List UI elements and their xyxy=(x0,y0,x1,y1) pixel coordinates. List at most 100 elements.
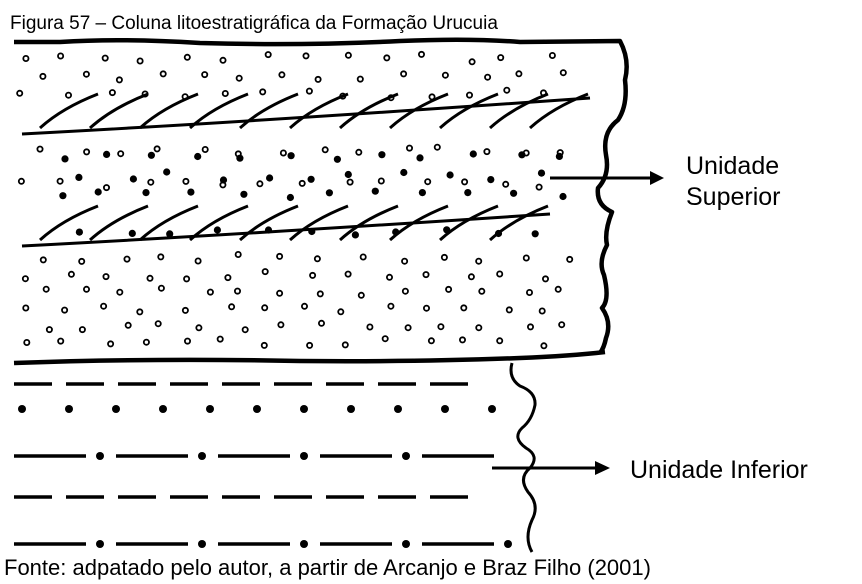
sand-grain xyxy=(100,302,108,310)
sand-grain xyxy=(314,75,322,83)
cross-bed-arc xyxy=(338,204,399,242)
pebble xyxy=(264,226,273,234)
sand-grain xyxy=(337,308,345,316)
sand-grain xyxy=(235,74,243,82)
sand-grain xyxy=(341,341,349,349)
upper-unit-label-line1: Unidade xyxy=(686,152,780,180)
pebble xyxy=(464,189,472,197)
silt-dot xyxy=(488,405,496,413)
sand-grain xyxy=(339,92,347,100)
sand-grain xyxy=(387,302,395,310)
sand-grain xyxy=(22,304,30,312)
cross-bed-arc xyxy=(288,204,349,242)
silt-dot xyxy=(347,405,355,413)
upper-unit-label-line2: Superior xyxy=(686,183,781,211)
silt-dot xyxy=(96,540,104,548)
sand-grain xyxy=(276,252,284,260)
sand-grain xyxy=(356,75,364,83)
sand-grain xyxy=(45,326,53,334)
sand-grain xyxy=(67,270,75,278)
sand-grain xyxy=(102,273,110,281)
pebble xyxy=(266,174,274,182)
sand-grain xyxy=(108,89,116,97)
pebble xyxy=(213,226,221,234)
upper-unit-label: Unidade Superior xyxy=(686,151,781,213)
sand-grain xyxy=(475,257,483,265)
sand-grain xyxy=(366,323,374,331)
sand-grain xyxy=(321,146,329,154)
sand-grain xyxy=(219,56,227,64)
sand-grain xyxy=(61,306,69,314)
sand-grain xyxy=(558,321,566,329)
sand-grain xyxy=(566,255,574,263)
sand-grain xyxy=(377,177,385,185)
sand-grain xyxy=(260,341,268,349)
silt-dot xyxy=(198,452,206,460)
pebble xyxy=(344,170,352,179)
sand-grain xyxy=(401,287,409,295)
sand-grain xyxy=(458,336,466,344)
sand-grain xyxy=(17,177,25,185)
pebble xyxy=(59,192,67,200)
sand-grain xyxy=(424,178,432,186)
silt-dot xyxy=(159,405,167,413)
pebble xyxy=(509,189,518,197)
sand-grain xyxy=(417,50,425,58)
sand-grain xyxy=(465,91,473,99)
figure-source: Fonte: adpatado pelo autor, a partir de … xyxy=(4,555,651,580)
sand-grain xyxy=(276,289,284,297)
sand-grain xyxy=(277,321,285,329)
sand-grain xyxy=(535,183,543,191)
sand-grain xyxy=(182,177,190,185)
sand-grain xyxy=(201,71,209,79)
sand-grain xyxy=(107,340,115,348)
sand-grain xyxy=(153,145,161,153)
sand-grain xyxy=(305,87,313,95)
silt-dot xyxy=(394,405,402,413)
sand-grain xyxy=(522,254,530,262)
pebble xyxy=(333,155,341,163)
sand-grain xyxy=(39,256,47,264)
cross-bed-arc xyxy=(38,204,99,242)
silt-dot xyxy=(112,405,120,413)
sand-grain xyxy=(21,275,29,283)
sand-grain xyxy=(241,326,249,334)
silt-dot xyxy=(300,540,308,548)
sand-grain xyxy=(515,70,523,78)
sand-grain xyxy=(142,338,150,346)
sand-grain xyxy=(467,273,475,281)
sand-grain xyxy=(195,324,203,332)
sand-grain xyxy=(123,255,131,263)
sand-grain xyxy=(82,70,90,78)
pebble xyxy=(378,151,386,159)
sand-grain xyxy=(115,76,123,84)
lower-unit-siltstone xyxy=(14,362,537,553)
sand-grain xyxy=(316,290,324,298)
sand-grain xyxy=(540,342,548,350)
sand-grain xyxy=(468,58,476,66)
pebble xyxy=(194,152,202,161)
pebble xyxy=(487,176,495,184)
upper-unit-top-boundary xyxy=(14,37,629,355)
sand-grain xyxy=(261,268,269,276)
sand-grain xyxy=(440,253,448,261)
lower-unit-right-edge xyxy=(509,362,537,553)
sand-grain xyxy=(57,52,65,60)
sand-grain xyxy=(221,90,229,98)
sand-grain xyxy=(278,71,286,79)
pebble xyxy=(163,168,171,176)
sand-grain xyxy=(538,307,546,315)
silt-dot xyxy=(18,405,26,413)
upper-unit-arrow xyxy=(550,171,664,185)
pebble xyxy=(307,175,315,183)
sand-grain xyxy=(83,148,91,156)
cross-bed-arc xyxy=(438,204,499,242)
sand-grains xyxy=(16,50,574,350)
sand-grain xyxy=(147,178,155,186)
pebble xyxy=(308,227,316,236)
silt-dot xyxy=(65,405,73,413)
sand-grain xyxy=(124,321,132,329)
sand-grain xyxy=(300,302,308,310)
silt-dot xyxy=(504,540,512,548)
sand-grain xyxy=(233,287,241,295)
